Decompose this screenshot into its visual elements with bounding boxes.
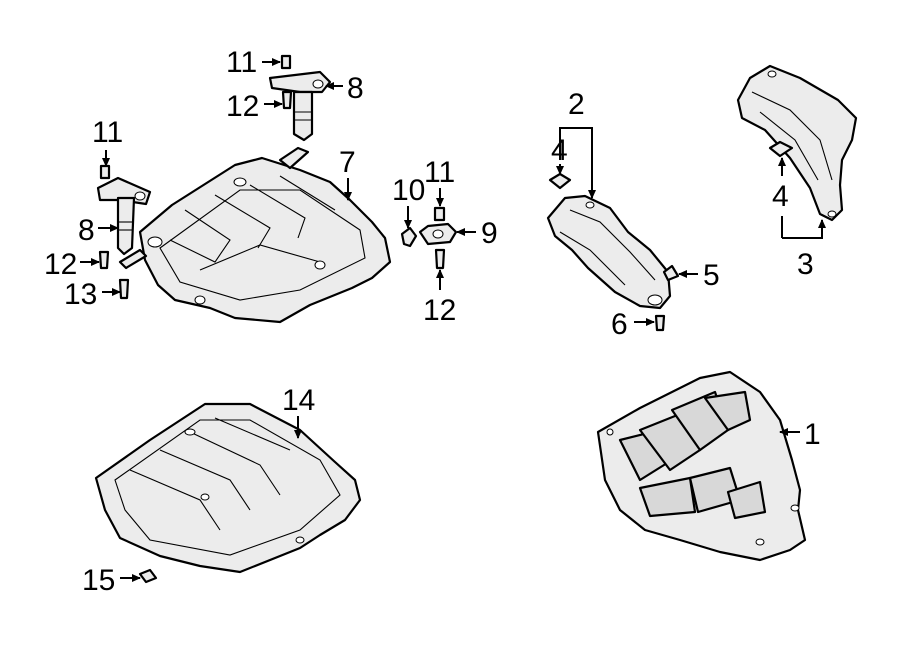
bracket-8-upper [268, 70, 332, 142]
callout-3: 3 [797, 248, 814, 281]
callout-13: 13 [64, 278, 97, 311]
callout-12-left: 12 [44, 248, 77, 281]
callout-5: 5 [703, 259, 720, 292]
mount-9-group [400, 206, 458, 270]
callout-2: 2 [568, 88, 585, 121]
heat-shield-2 [546, 172, 680, 332]
callout-8-top: 8 [347, 72, 364, 105]
callout-12-top: 12 [226, 90, 259, 123]
callout-4-right: 4 [772, 180, 789, 213]
leader-lines [80, 58, 826, 582]
callout-6: 6 [611, 308, 628, 341]
callout-10: 10 [392, 174, 425, 207]
callout-11-mid: 11 [424, 156, 455, 189]
fasteners-left [98, 54, 293, 300]
skid-plate-14 [94, 402, 362, 584]
side-shield-3 [736, 64, 858, 222]
callout-8-left: 8 [78, 214, 95, 247]
callout-11-left: 11 [92, 116, 123, 149]
callout-9: 9 [481, 217, 498, 250]
bracket-8-lower [96, 176, 152, 256]
lower-shield-1 [596, 370, 807, 562]
callout-4-mid: 4 [551, 134, 568, 167]
callout-labels: 11 8 12 11 8 12 13 7 10 11 9 12 2 4 5 6 … [44, 46, 821, 597]
callout-7: 7 [339, 146, 356, 179]
callout-11-top: 11 [226, 46, 257, 79]
callout-15: 15 [82, 564, 115, 597]
skid-plate-7 [118, 146, 392, 324]
callout-12-mid: 12 [423, 294, 456, 327]
callout-1: 1 [804, 418, 821, 451]
callout-14: 14 [282, 384, 315, 417]
